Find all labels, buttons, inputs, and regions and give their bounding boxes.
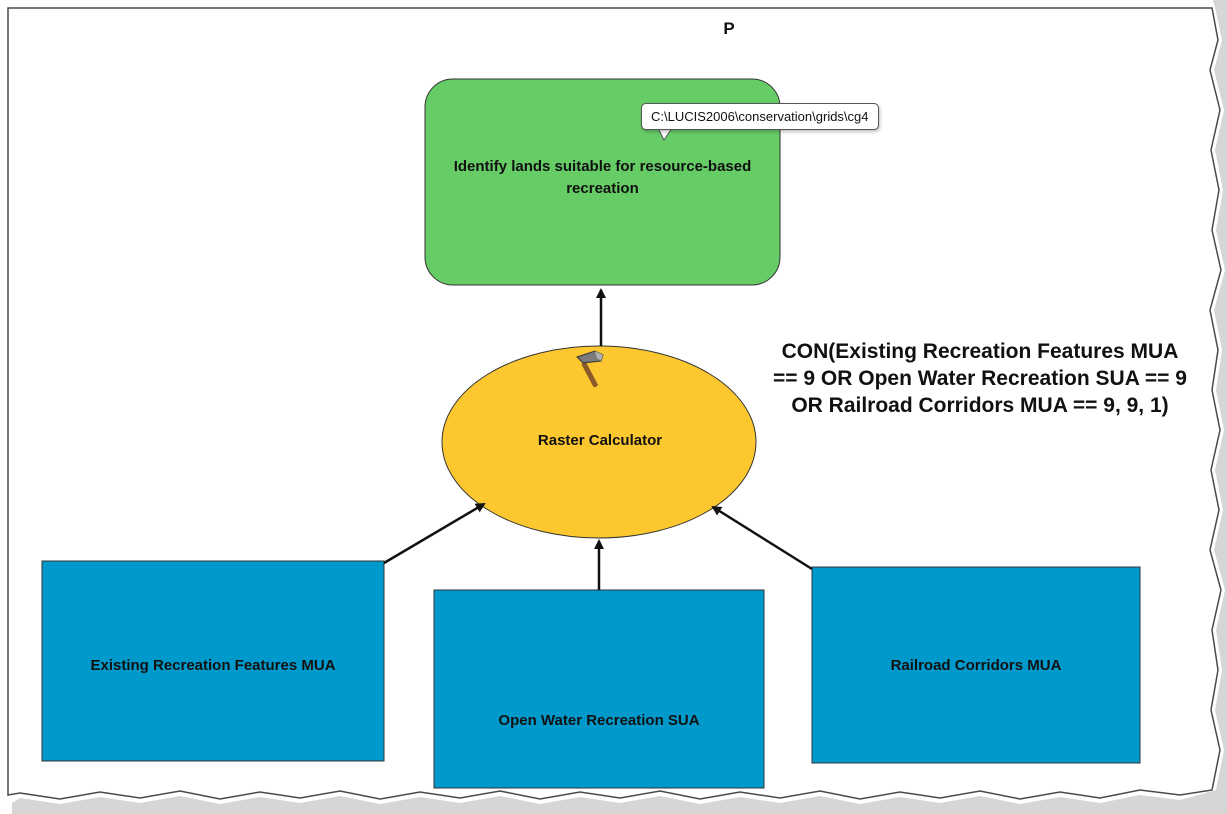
page-label: P [723,19,735,38]
path-tooltip: C:\LUCIS2006\conservation\grids\cg4 [641,103,879,130]
connector-input-1-to-tool[interactable] [383,502,486,565]
input-node-3-shape[interactable] [811,566,1141,764]
output-node-shape[interactable] [424,78,781,286]
input-node-2-label: Open Water Recreation SUA [498,711,700,729]
expression-text: CON(Existing Recreation Features MUA == … [773,340,1187,417]
tool-node-label: Raster Calculator [537,431,663,449]
input-node-1-label: Existing Recreation Features MUA [90,656,336,674]
tooltip-tail [657,127,673,141]
tool-node-shape[interactable] [441,345,757,539]
input-node-1-shape[interactable] [41,560,385,762]
output-node-label: Identify lands suitable for resource-bas… [453,158,752,197]
hammer-icon [576,350,604,388]
connector-input-3-to-tool[interactable] [711,505,813,571]
input-node-2-shape[interactable] [433,589,765,789]
input-node-3-label: Railroad Corridors MUA [890,656,1062,674]
